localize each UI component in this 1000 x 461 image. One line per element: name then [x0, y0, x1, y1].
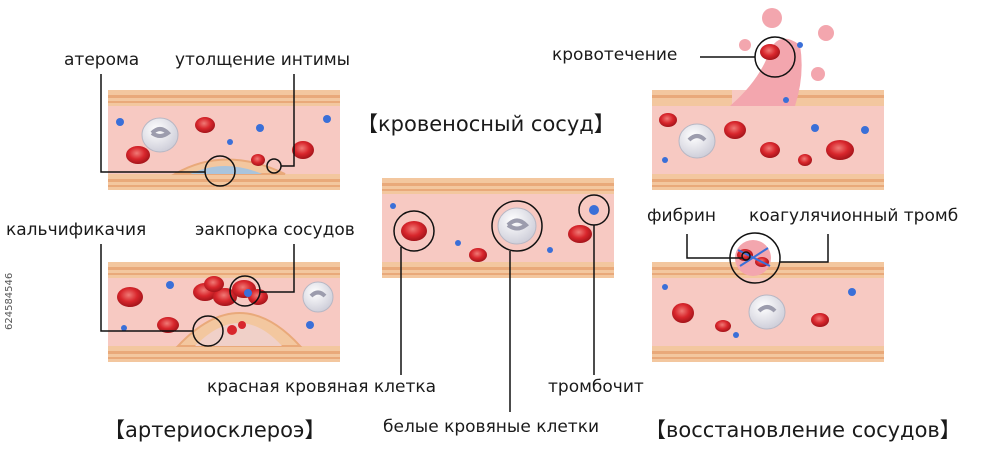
- stock-id: 624584546: [4, 272, 15, 330]
- label-atheroma: атерома: [64, 50, 140, 70]
- vessel-atheroma: [100, 74, 340, 190]
- atheroma-core: [190, 166, 262, 174]
- label-white-cells: белые кровяные клетки: [383, 417, 600, 437]
- label-intimal-thickening: утолщение интимы: [175, 50, 351, 70]
- vessel-repair: [652, 232, 884, 362]
- label-platelet: тромбочит: [548, 377, 644, 397]
- label-bleeding: кровотечение: [552, 45, 678, 65]
- label-red-cell: красная кровяная клетка: [207, 377, 437, 397]
- title-blood-vessel: 【кровеносный сосуд】: [357, 112, 615, 136]
- title-arteriosclerosis: 【артериосклероэ】: [104, 418, 326, 442]
- label-occlusion: эакпорка сосудов: [195, 220, 355, 240]
- vessel-normal: [382, 178, 614, 412]
- vessel-bleeding: [652, 8, 884, 190]
- label-fibrin: фибрин: [647, 206, 717, 226]
- label-thrombus: коагулячионный тромб: [749, 206, 959, 226]
- vessel-calcification: [100, 244, 340, 362]
- label-calcification: кальчификачия: [6, 220, 147, 240]
- title-vessel-repair: 【восстановление сосудов】: [645, 418, 961, 442]
